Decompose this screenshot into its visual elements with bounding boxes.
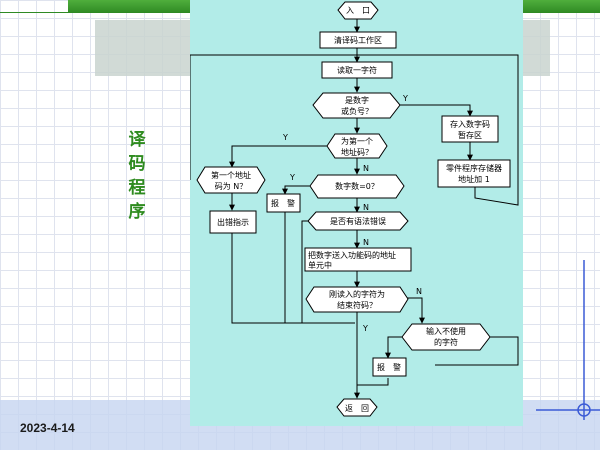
edge-alarm2-join	[357, 378, 389, 386]
side-title-char: 译	[128, 130, 146, 150]
slide-date: 2023-4-14	[20, 421, 75, 435]
edge-syntax-join	[301, 220, 308, 323]
svg-text:报 警: 报 警	[377, 362, 401, 372]
svg-text:读取一字符: 读取一字符	[337, 65, 377, 75]
node-store-digit: 存入数字码 暂存区	[441, 115, 499, 143]
node-send-to-function: 把数字送入功能码的地址 单元中	[304, 247, 412, 272]
node-is-first-address: 为第一个 地址码？	[326, 133, 388, 159]
svg-text:入 口: 入 口	[346, 6, 370, 15]
label-yes: Y	[402, 94, 408, 103]
flowchart-edges	[190, 19, 519, 399]
svg-text:出错指示: 出错指示	[217, 217, 249, 227]
side-title-char: 序	[128, 202, 146, 222]
label-no: N	[363, 203, 369, 212]
side-title-char: 码	[128, 154, 146, 174]
edge-inc-loop	[357, 54, 519, 206]
label-yes: Y	[282, 133, 288, 142]
svg-text:为第一个: 为第一个	[341, 136, 373, 146]
svg-text:清译码工作区: 清译码工作区	[334, 35, 382, 45]
svg-text:结束符码？: 结束符码？	[337, 300, 377, 310]
svg-text:零件程序存储器: 零件程序存储器	[446, 163, 502, 173]
node-alarm-2: 报 警	[372, 357, 407, 377]
node-first-is-n: 第一个地址 码为 N？	[196, 166, 266, 194]
svg-text:或负号？: 或负号？	[341, 106, 373, 116]
flowchart: Y Y Y N N N N Y 入 口 清译码工作区 读取一字符 是数字 或负号…	[190, 0, 523, 426]
node-is-digit: 是数字 或负号？	[312, 92, 401, 119]
svg-text:的字符: 的字符	[434, 337, 458, 347]
edge-unused-right	[435, 336, 519, 366]
edge-isend-unused	[407, 297, 425, 324]
svg-text:数字数=0？: 数字数=0？	[335, 181, 379, 191]
svg-text:第一个地址: 第一个地址	[211, 170, 251, 180]
svg-text:单元中: 单元中	[308, 260, 332, 270]
node-entry: 入 口	[337, 1, 379, 20]
svg-text:码为 N？: 码为 N？	[215, 181, 248, 191]
svg-text:暂存区: 暂存区	[458, 130, 482, 140]
side-title: 译 码 程 序	[127, 128, 147, 224]
label-yes: Y	[289, 173, 295, 182]
node-unused-char: 输入不使用 的字符	[401, 323, 491, 351]
node-read-char: 读取一字符	[321, 61, 393, 79]
svg-text:是否有语法错误: 是否有语法错误	[330, 216, 386, 226]
svg-text:报 警: 报 警	[271, 198, 295, 208]
edge-isdigit-store	[400, 104, 473, 117]
node-clear-workspace: 清译码工作区	[319, 31, 397, 49]
edge-firstisn-loop	[190, 54, 357, 180]
node-digit-count-zero: 数字数=0？	[309, 174, 405, 199]
svg-text:存入数字码: 存入数字码	[450, 119, 490, 129]
edge-error-join	[231, 233, 355, 324]
label-yes: Y	[362, 324, 368, 333]
label-no: N	[416, 287, 422, 296]
label-no: N	[363, 164, 369, 173]
node-error-output: 出错指示	[209, 210, 257, 234]
node-increment-address: 零件程序存储器 地址加 1	[437, 159, 511, 188]
svg-text:地址加 1: 地址加 1	[458, 174, 490, 184]
svg-text:是数字: 是数字	[345, 95, 369, 105]
edge-isfirst-firstisn	[229, 145, 327, 168]
svg-text:地址码？: 地址码？	[341, 147, 373, 157]
svg-text:刚读入的字符为: 刚读入的字符为	[329, 289, 385, 299]
edge-unused-alarm	[385, 336, 402, 359]
edge-numzero-alarm	[282, 185, 310, 195]
side-title-char: 程	[128, 178, 146, 198]
node-syntax-check: 是否有语法错误	[307, 211, 409, 231]
svg-text:把数字送入功能码的地址: 把数字送入功能码的地址	[308, 250, 396, 260]
svg-text:返 回: 返 回	[345, 404, 369, 413]
decorative-crosshair	[536, 260, 600, 420]
node-return: 返 回	[336, 398, 378, 417]
label-no: N	[363, 238, 369, 247]
node-alarm-1: 报 警	[266, 193, 301, 213]
svg-text:输入不使用: 输入不使用	[426, 326, 466, 336]
node-is-end-char: 刚读入的字符为 结束符码？	[305, 286, 409, 313]
